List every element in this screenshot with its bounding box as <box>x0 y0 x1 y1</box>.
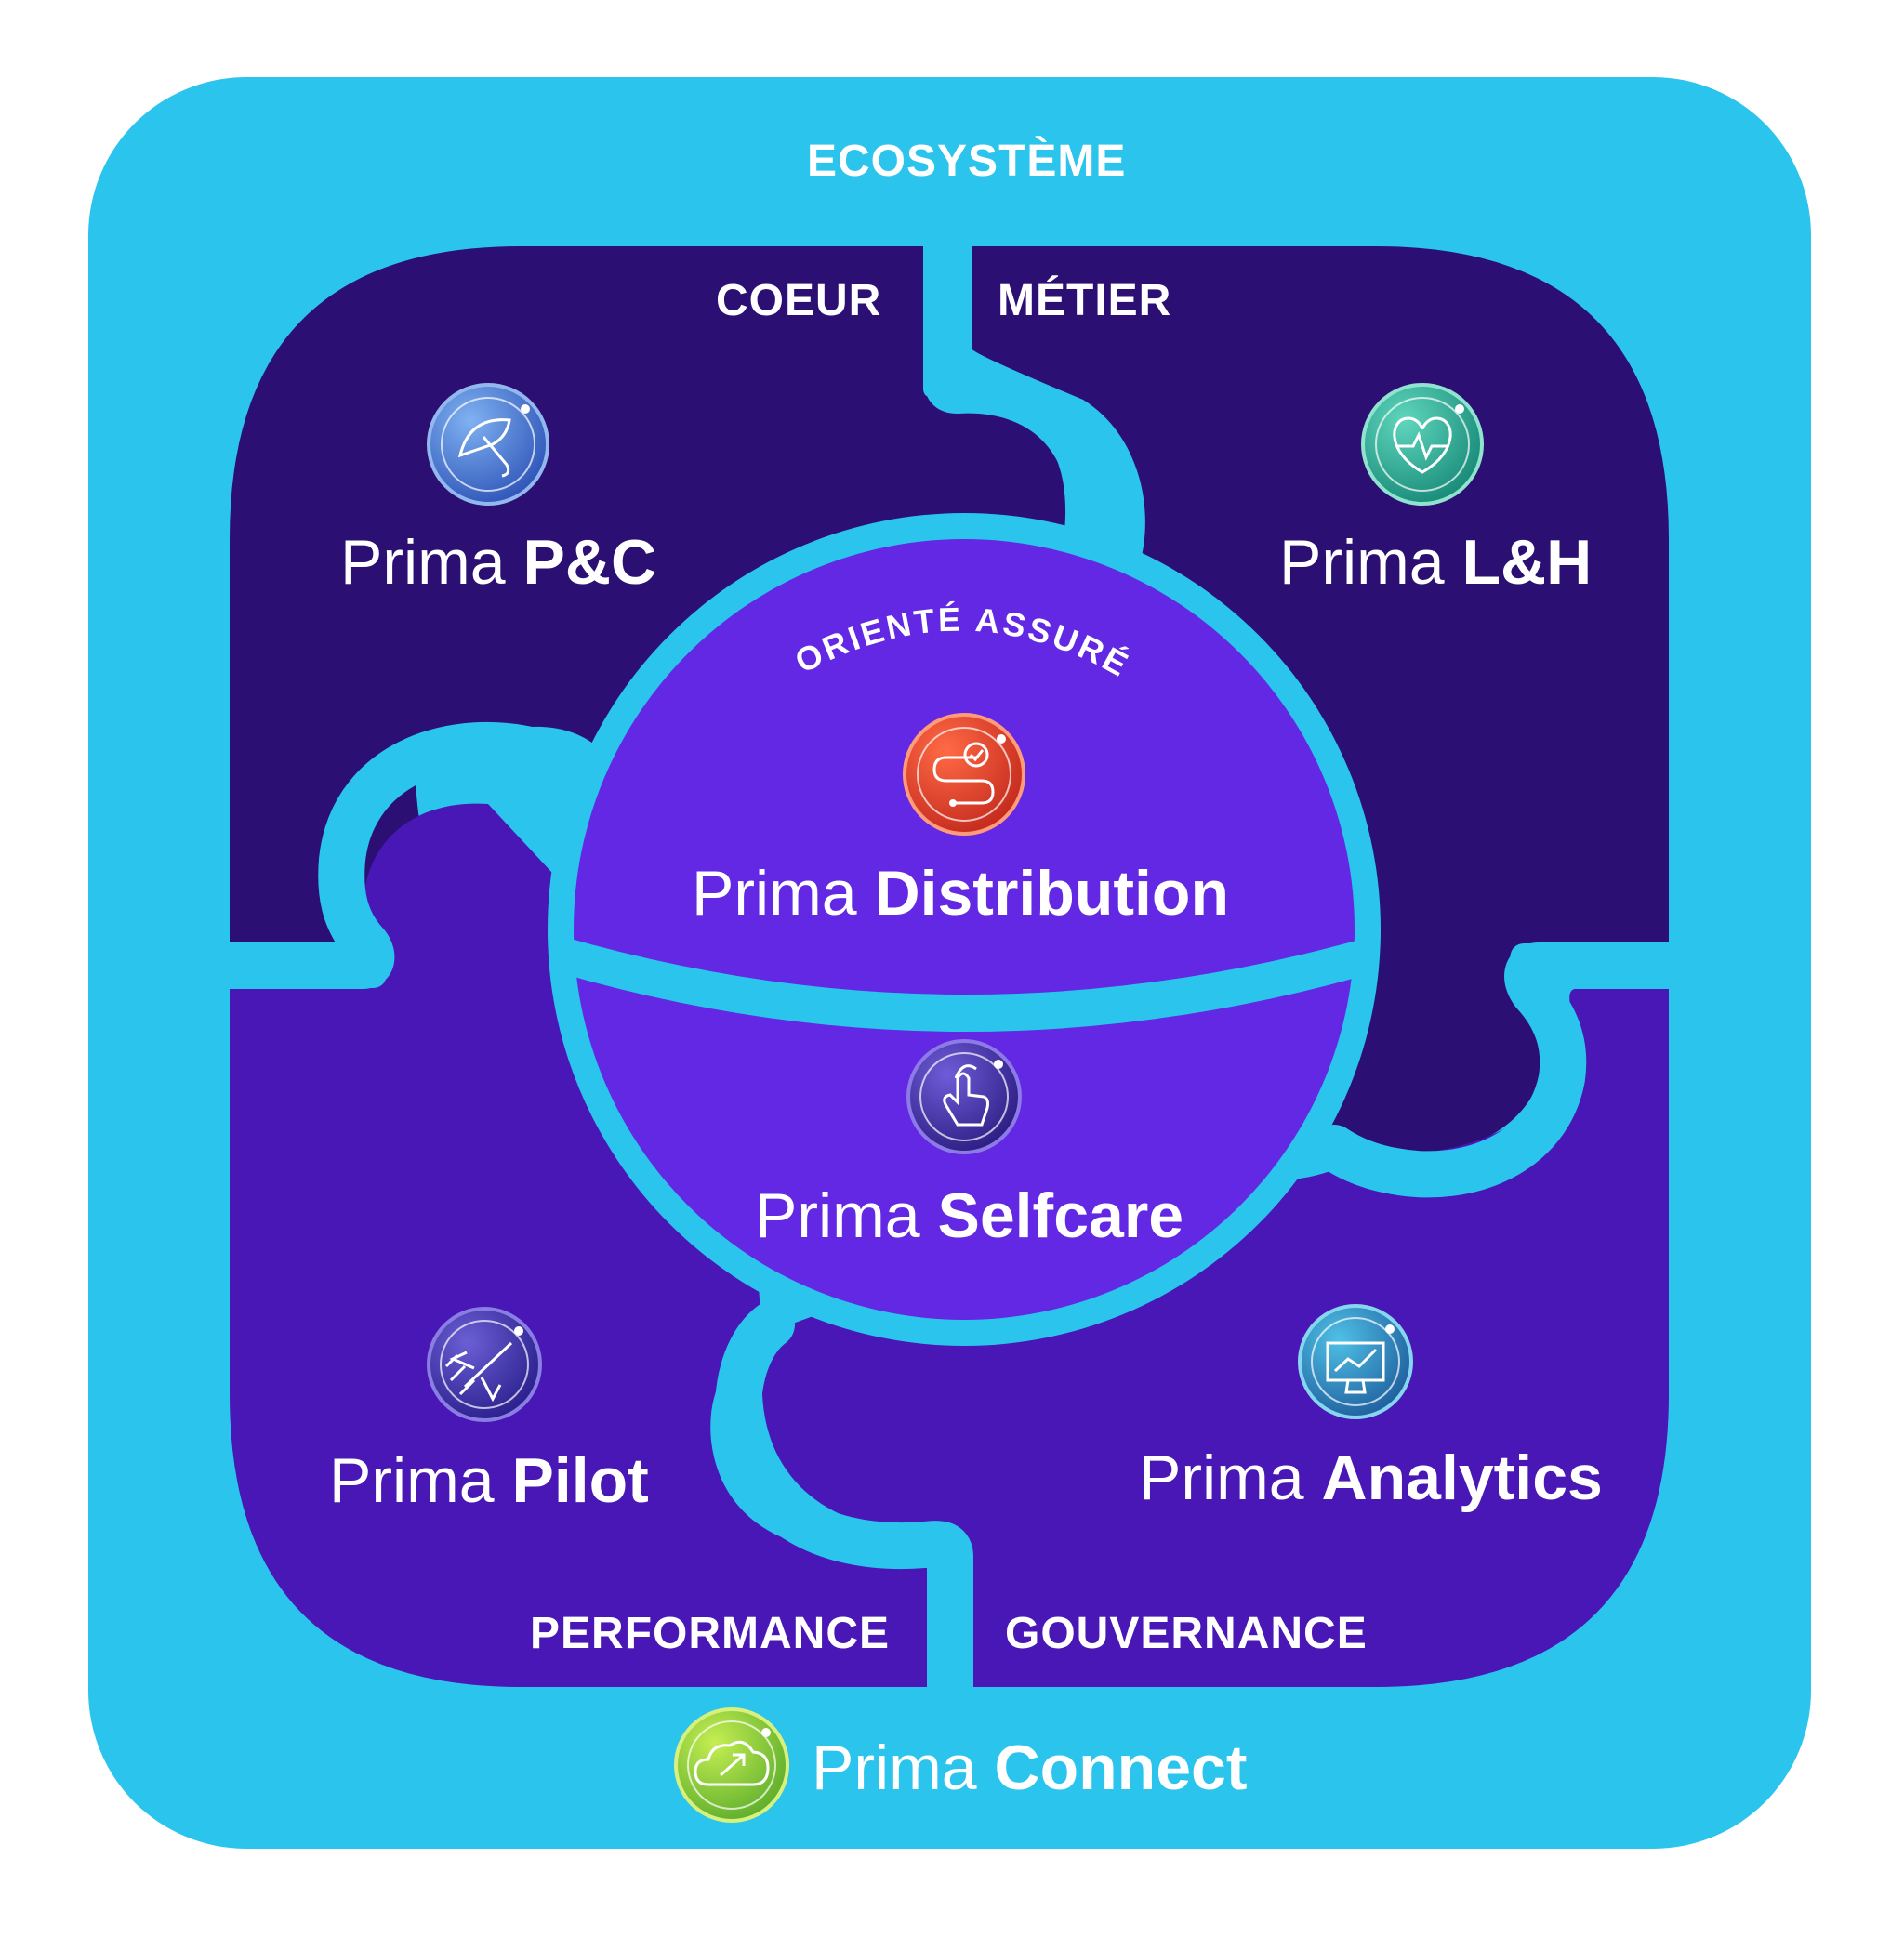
product-prefix: Prima <box>1139 1443 1304 1513</box>
plane-icon <box>427 1307 542 1422</box>
cloud-arrow-icon <box>674 1707 789 1823</box>
product-prefix: Prima <box>1279 527 1445 598</box>
product-selfcare: Prima Selfcare <box>755 1179 1183 1253</box>
product-name: Analytics <box>1321 1443 1603 1513</box>
performance-label: PERFORMANCE <box>530 1609 891 1658</box>
route-check-icon <box>903 713 1025 836</box>
metier-label: MÉTIER <box>998 276 1172 325</box>
product-name: P&C <box>522 527 657 598</box>
product-prefix: Prima <box>812 1733 977 1803</box>
product-prefix: Prima <box>692 858 857 929</box>
product-name: Selfcare <box>937 1180 1184 1251</box>
connector-bottom <box>714 1301 973 1710</box>
product-name: Pilot <box>511 1445 649 1516</box>
connector-right <box>1311 942 1692 1198</box>
product-prefix: Prima <box>329 1445 495 1516</box>
gouvernance-label: GOUVERNANCE <box>1005 1609 1368 1658</box>
coeur-label: COEUR <box>716 276 882 325</box>
sphere <box>574 539 1355 1320</box>
product-connect: Prima Connect <box>812 1731 1247 1805</box>
product-prefix: Prima <box>340 527 506 598</box>
performance-panel <box>230 803 930 1687</box>
sphere-equator <box>572 929 1356 1032</box>
monitor-chart-icon <box>1298 1304 1413 1419</box>
product-lh: Prima L&H <box>1279 525 1592 600</box>
umbrella-icon <box>427 383 549 506</box>
product-name: L&H <box>1461 527 1593 598</box>
heart-pulse-icon <box>1361 383 1484 506</box>
product-analytics: Prima Analytics <box>1139 1441 1603 1515</box>
hand-pointer-icon <box>906 1039 1022 1154</box>
product-pc: Prima P&C <box>340 525 656 600</box>
ecosystem-label: ECOSYSTÈME <box>807 137 1127 186</box>
connector-left <box>206 721 618 989</box>
product-name: Distribution <box>874 858 1229 929</box>
product-pilot: Prima Pilot <box>329 1443 649 1518</box>
metier-panel <box>972 246 1669 1156</box>
product-prefix: Prima <box>755 1180 920 1251</box>
product-distribution: Prima Distribution <box>692 856 1229 930</box>
product-name: Connect <box>994 1733 1248 1803</box>
